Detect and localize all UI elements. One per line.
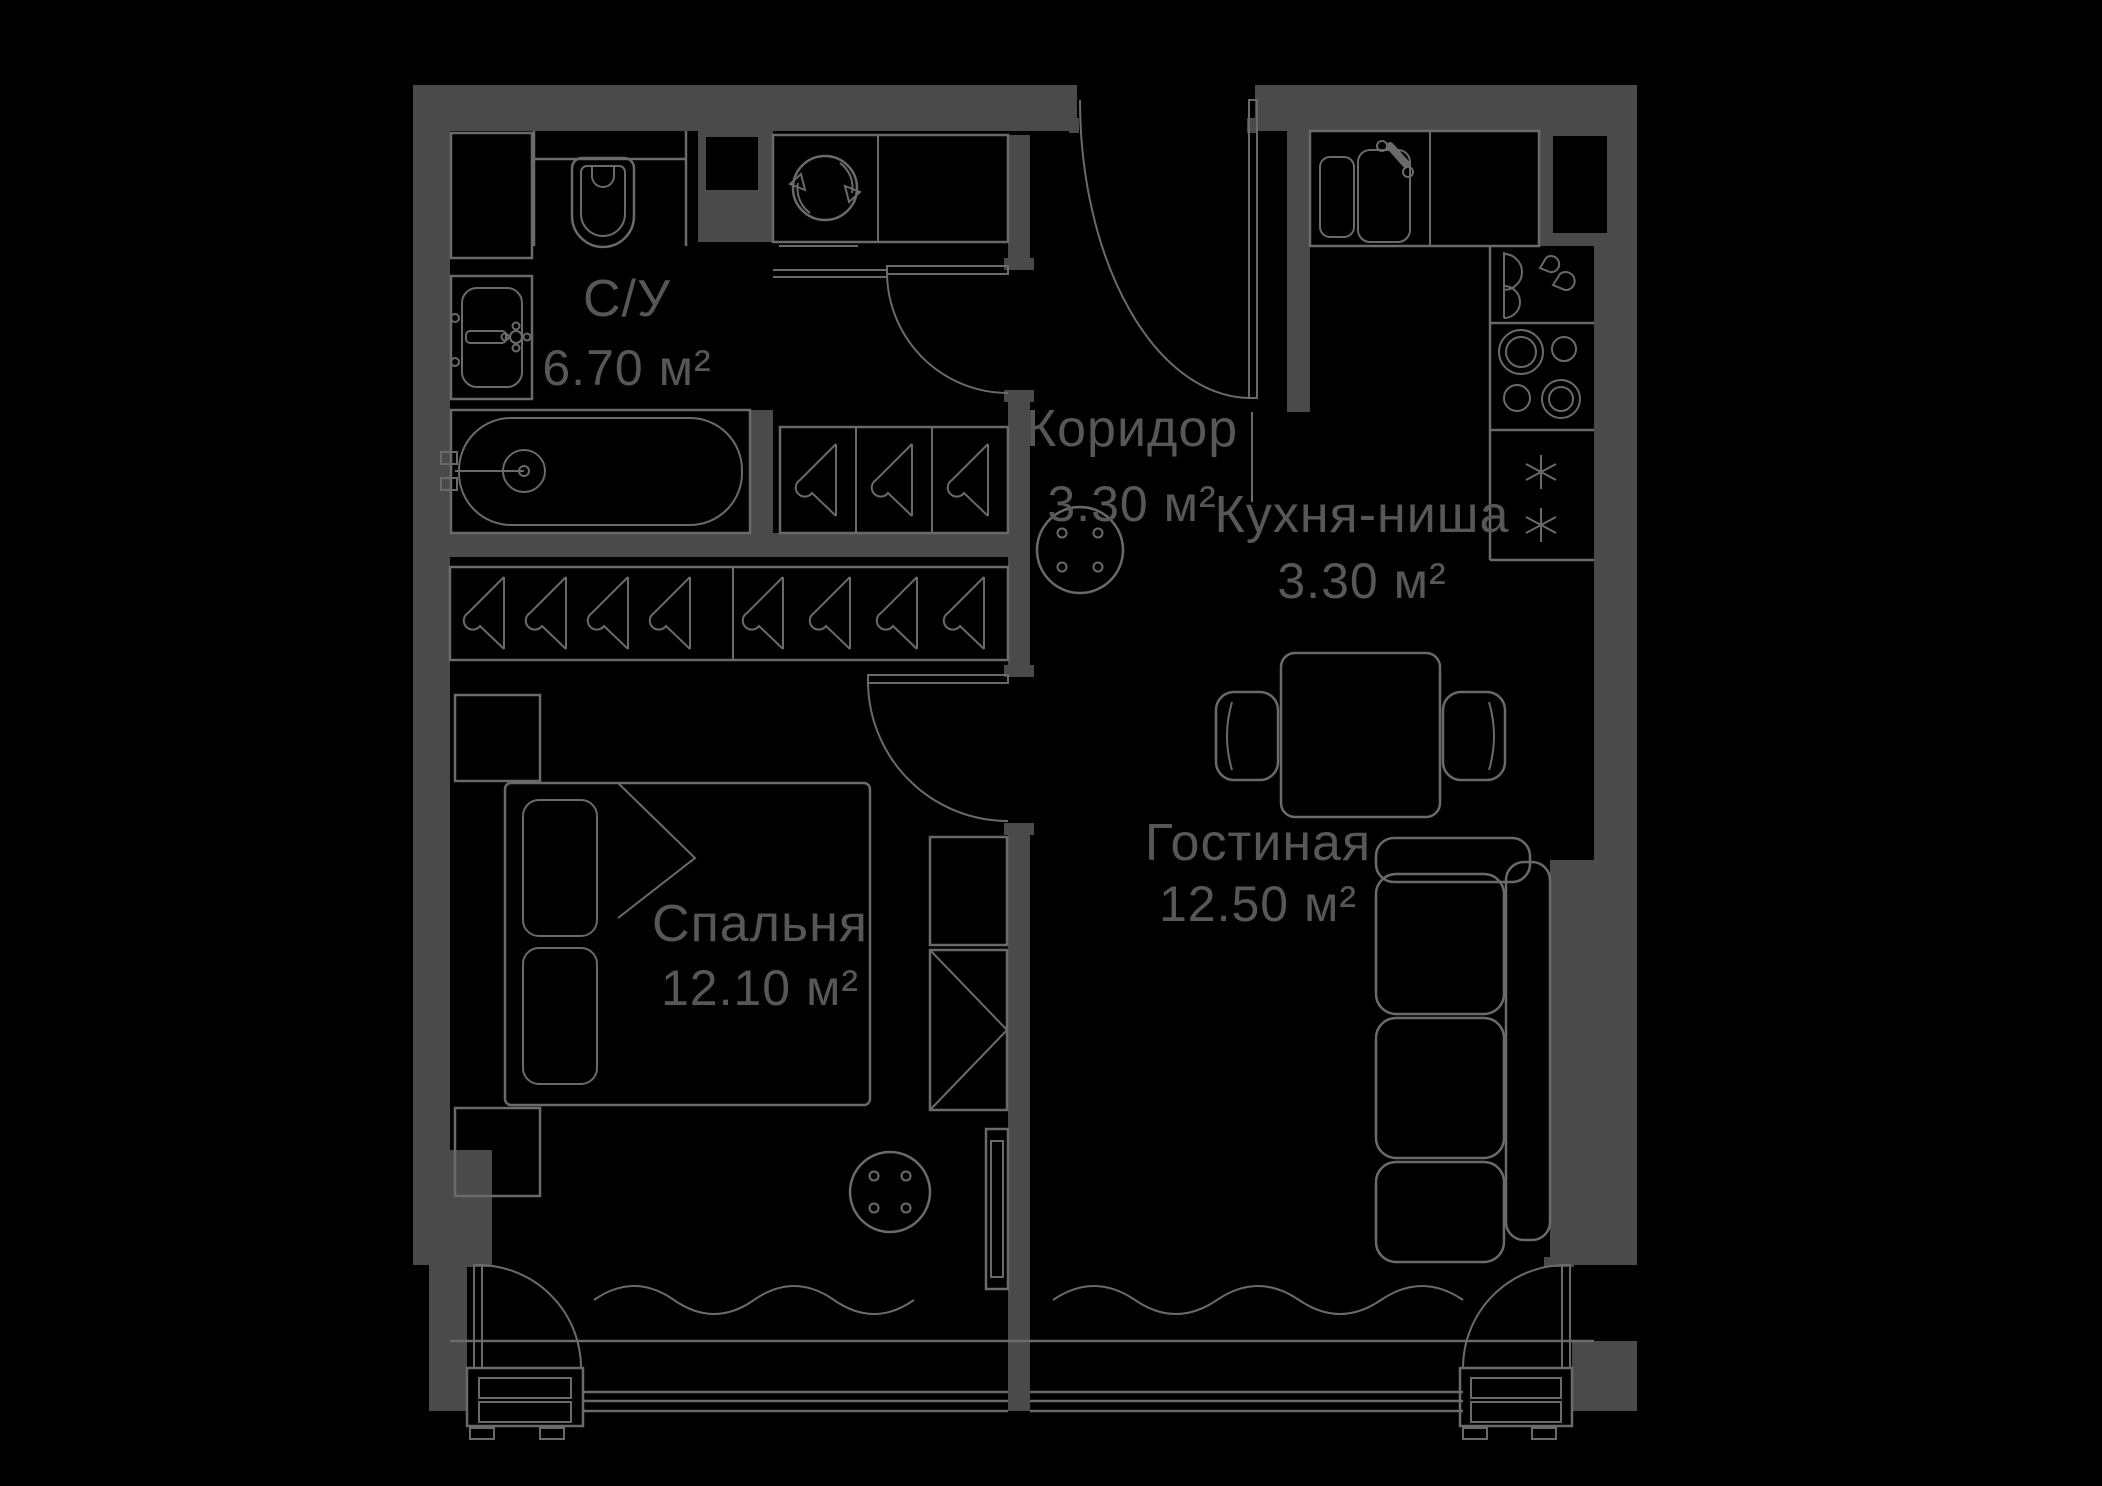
bathroom-cabinet xyxy=(449,131,534,260)
kitchen-counter-top xyxy=(1308,129,1541,248)
kettle-icon xyxy=(1503,252,1576,319)
kitchen-column xyxy=(1488,246,1594,562)
stove-burners-icon xyxy=(1498,329,1581,419)
wall-right-lower xyxy=(1550,860,1637,1265)
doors xyxy=(473,99,1571,1369)
wall-top-right xyxy=(1255,85,1539,131)
toilet-icon xyxy=(570,156,636,249)
bedroom-wardrobe xyxy=(928,948,1009,1112)
wall-kitchen-stub xyxy=(1287,131,1310,412)
toilet-stall xyxy=(532,131,688,246)
living-window xyxy=(1030,1390,1463,1413)
wall-left xyxy=(413,85,450,1150)
utility-closet xyxy=(771,133,1010,247)
label-bathroom-name: С/У xyxy=(583,270,671,328)
radiator-wave-icon xyxy=(1052,1285,1464,1315)
label-bathroom-area: 6.70 м² xyxy=(542,340,711,396)
room-kitchen xyxy=(1251,129,1594,562)
bedroom-door xyxy=(867,674,1009,822)
room-living xyxy=(1052,651,1552,1315)
wall-left-bottom xyxy=(429,1341,467,1411)
sofa-icon xyxy=(1374,836,1552,1264)
kitchen-sink-icon xyxy=(1319,140,1414,243)
wall-left-pier xyxy=(413,1150,492,1265)
wc-zone-door xyxy=(773,265,1009,394)
wall-bathroom-bottom xyxy=(413,533,1008,557)
label-bedroom-name: Спальня xyxy=(652,895,868,953)
hanger-icon xyxy=(741,576,784,650)
label-corridor-area: 3.30 м² xyxy=(1047,476,1216,532)
label-living-name: Гостиная xyxy=(1145,814,1371,872)
room-labels: С/У 6.70 м² Коридор 3.30 м² Кухня-ниша 3… xyxy=(542,270,1510,1016)
wardrobe-row-lower xyxy=(448,565,1010,662)
wall-divider-mid xyxy=(1008,400,1030,677)
wall-bathroom-right xyxy=(750,410,773,533)
wall-right-bottom xyxy=(1572,1341,1637,1411)
label-corridor-name: Коридор xyxy=(1026,400,1238,458)
hanger-icon xyxy=(875,576,918,650)
snowflake-icon xyxy=(1525,507,1557,543)
nightstand-bottom xyxy=(453,1106,542,1198)
wall-divider-low xyxy=(1008,825,1030,1341)
hanger-icon xyxy=(648,576,691,650)
bathtub-icon xyxy=(440,408,752,535)
hanger-icon xyxy=(942,576,985,650)
wall-right-upper xyxy=(1594,246,1637,860)
shaft-niche xyxy=(706,137,758,190)
label-kitchen-name: Кухня-ниша xyxy=(1215,486,1510,544)
wall-divider-top xyxy=(1008,135,1030,258)
jamb-entrance-right xyxy=(1247,118,1257,133)
wardrobe-row-upper xyxy=(778,425,1010,535)
balcony-door-left xyxy=(473,1264,582,1369)
tv-icon xyxy=(984,1127,1010,1291)
hanger-icon xyxy=(794,443,837,517)
walls xyxy=(413,85,1637,1411)
washing-machine-icon xyxy=(788,154,862,222)
radiator-wave-icon xyxy=(593,1285,915,1315)
jamb-wc-door-bottom xyxy=(1004,390,1034,402)
jamb-balcony-right xyxy=(1544,1257,1574,1267)
hanger-icon xyxy=(586,576,629,650)
entrance-door xyxy=(1079,99,1258,399)
jamb-entrance-left xyxy=(1069,118,1079,133)
chair-icon xyxy=(1441,690,1507,782)
balcony-box-left xyxy=(465,1366,585,1440)
nightstand-top xyxy=(453,693,542,783)
hanger-icon xyxy=(524,576,567,650)
balcony-box-right xyxy=(1458,1366,1574,1440)
wall-divider-window-band xyxy=(1008,1341,1030,1411)
vent-niche xyxy=(1553,136,1607,233)
jamb-bedroom-door-bottom xyxy=(1004,823,1034,835)
balcony-door-right xyxy=(1462,1264,1571,1369)
jamb-balcony-left xyxy=(462,1257,492,1267)
chair-icon xyxy=(1214,690,1280,782)
bedroom-window xyxy=(583,1390,1008,1413)
hanger-icon xyxy=(946,443,989,517)
room-bedroom xyxy=(453,693,1010,1315)
round-table-bedroom xyxy=(848,1150,932,1234)
jamb-wc-door-top xyxy=(1004,258,1034,270)
bathroom-sink-icon xyxy=(449,274,534,401)
wall-top-left xyxy=(413,85,1077,131)
label-living-area: 12.50 м² xyxy=(1159,876,1357,932)
bed-icon xyxy=(503,781,872,1107)
snowflake-icon xyxy=(1525,454,1557,490)
hanger-icon xyxy=(808,576,851,650)
wall-left-balcony-jamb xyxy=(429,1265,467,1341)
label-kitchen-area: 3.30 м² xyxy=(1277,553,1446,609)
hanger-icon xyxy=(462,576,505,650)
label-bedroom-area: 12.10 м² xyxy=(661,960,859,1016)
jamb-bedroom-door-top xyxy=(1004,665,1034,677)
hanger-icon xyxy=(870,443,913,517)
bedroom-cabinet xyxy=(928,835,1009,947)
window-band xyxy=(450,1339,1594,1440)
dining-table-icon xyxy=(1279,651,1442,819)
room-bathroom xyxy=(440,131,752,535)
round-table-corridor xyxy=(1035,505,1125,595)
